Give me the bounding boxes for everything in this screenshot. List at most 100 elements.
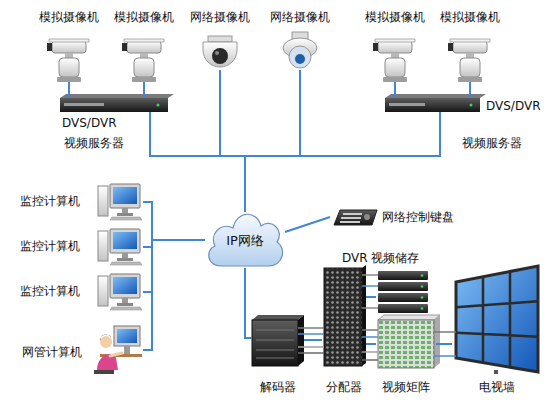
admin-screen	[117, 329, 137, 343]
network-link	[220, 70, 245, 212]
speed-dome-icon	[283, 32, 317, 68]
distributor-side	[362, 265, 366, 366]
node-label: 模拟摄像机	[37, 10, 101, 24]
network-link	[394, 82, 396, 98]
distributor-front	[324, 268, 362, 366]
hair	[100, 334, 112, 341]
keys	[340, 221, 360, 223]
tv-wall-dividers	[456, 272, 538, 368]
matrix-side	[434, 315, 440, 368]
node-label: 监控计算机	[20, 284, 96, 298]
server-top	[60, 94, 174, 98]
admin-computer-node: 网管计算机	[18, 322, 143, 378]
dvr-led	[421, 274, 424, 277]
cable	[298, 327, 324, 329]
computer-icon	[98, 274, 142, 310]
dvr-led	[421, 285, 424, 288]
analog-camera-icon	[122, 39, 164, 82]
network-link	[245, 112, 440, 212]
head	[100, 336, 112, 348]
body	[97, 354, 118, 370]
node-label: 模拟摄像机	[438, 10, 502, 24]
speed-dome-ball	[289, 46, 311, 68]
cable	[434, 331, 456, 333]
camera-node: 网络摄像机	[268, 10, 332, 70]
video-server-node: DVS/DVR视频服务器	[60, 98, 168, 112]
server-front	[385, 98, 480, 112]
analog-camera-icon	[448, 39, 490, 82]
network-link	[245, 268, 252, 338]
tv-wall-frame	[456, 266, 538, 372]
node-label: 网络控制键盘	[382, 210, 460, 224]
network-link	[366, 296, 376, 298]
camera-node: 模拟摄像机	[363, 10, 427, 82]
keyboard-node: 网络控制键盘	[330, 206, 460, 228]
keys	[343, 213, 362, 215]
computer-node: 监控计算机	[18, 272, 143, 312]
node-label: 解码器	[248, 380, 308, 394]
node-label: 模拟摄像机	[112, 10, 176, 24]
network-link	[436, 343, 452, 345]
node-label: DVS/DVR	[62, 116, 132, 130]
cable	[362, 285, 378, 287]
node-label: 电视墙	[452, 380, 542, 394]
node-label: 视频矩阵	[374, 380, 438, 394]
computer-node: 监控计算机	[18, 227, 143, 267]
decoder-top	[252, 315, 304, 320]
video-cables	[298, 275, 456, 360]
network-link	[143, 202, 205, 240]
joystick	[364, 214, 370, 220]
keys	[341, 217, 361, 219]
node-label: 网管计算机	[22, 345, 98, 359]
node-label: 视频服务器	[64, 136, 134, 150]
node-label: 视频服务器	[462, 136, 532, 150]
dvr-unit	[378, 282, 428, 291]
network-link	[285, 217, 330, 232]
dome-lens	[212, 48, 228, 64]
decoder-side	[298, 315, 304, 366]
network-link	[469, 82, 471, 98]
keyboard-body	[334, 210, 377, 225]
dome-body	[203, 42, 237, 67]
matrix-top	[378, 315, 440, 320]
cable	[434, 355, 456, 357]
ip-network-cloud: IP网络	[205, 212, 285, 268]
computer-icon	[98, 229, 142, 265]
camera-node: 模拟摄像机	[438, 10, 502, 82]
network-link	[143, 240, 205, 350]
admin-stand	[124, 346, 130, 354]
cable	[298, 352, 324, 354]
cable	[298, 346, 324, 348]
dvr-unit	[378, 304, 428, 313]
control-keyboard-icon	[334, 210, 377, 225]
server-led	[470, 104, 473, 107]
server-led	[157, 104, 160, 107]
camera-node: 模拟摄像机	[37, 10, 101, 82]
network-link	[150, 112, 245, 212]
network-link	[68, 82, 70, 98]
camera-node: 网络摄像机	[188, 10, 252, 70]
chair	[94, 370, 114, 374]
network-link	[304, 339, 322, 341]
decoder-node: 解码器	[252, 316, 304, 396]
dvr-unit	[378, 293, 428, 302]
dvr-storage-icon	[378, 271, 428, 313]
node-label: 监控计算机	[20, 194, 96, 208]
dvr-storage-node: DVR 视频储存	[376, 268, 430, 316]
node-label: 分配器	[314, 380, 374, 394]
network-link	[366, 343, 376, 345]
arm	[110, 353, 122, 356]
admin-person-icon	[94, 326, 142, 374]
node-label: 监控计算机	[20, 239, 96, 253]
node-label: 模拟摄像机	[363, 10, 427, 24]
cable	[362, 329, 378, 331]
dome-mount	[208, 36, 232, 42]
admin-monitor	[114, 326, 140, 346]
video-matrix-node: 视频矩阵	[376, 318, 436, 396]
cable	[362, 336, 378, 338]
video-matrix-icon	[378, 315, 440, 368]
cable	[362, 359, 378, 361]
